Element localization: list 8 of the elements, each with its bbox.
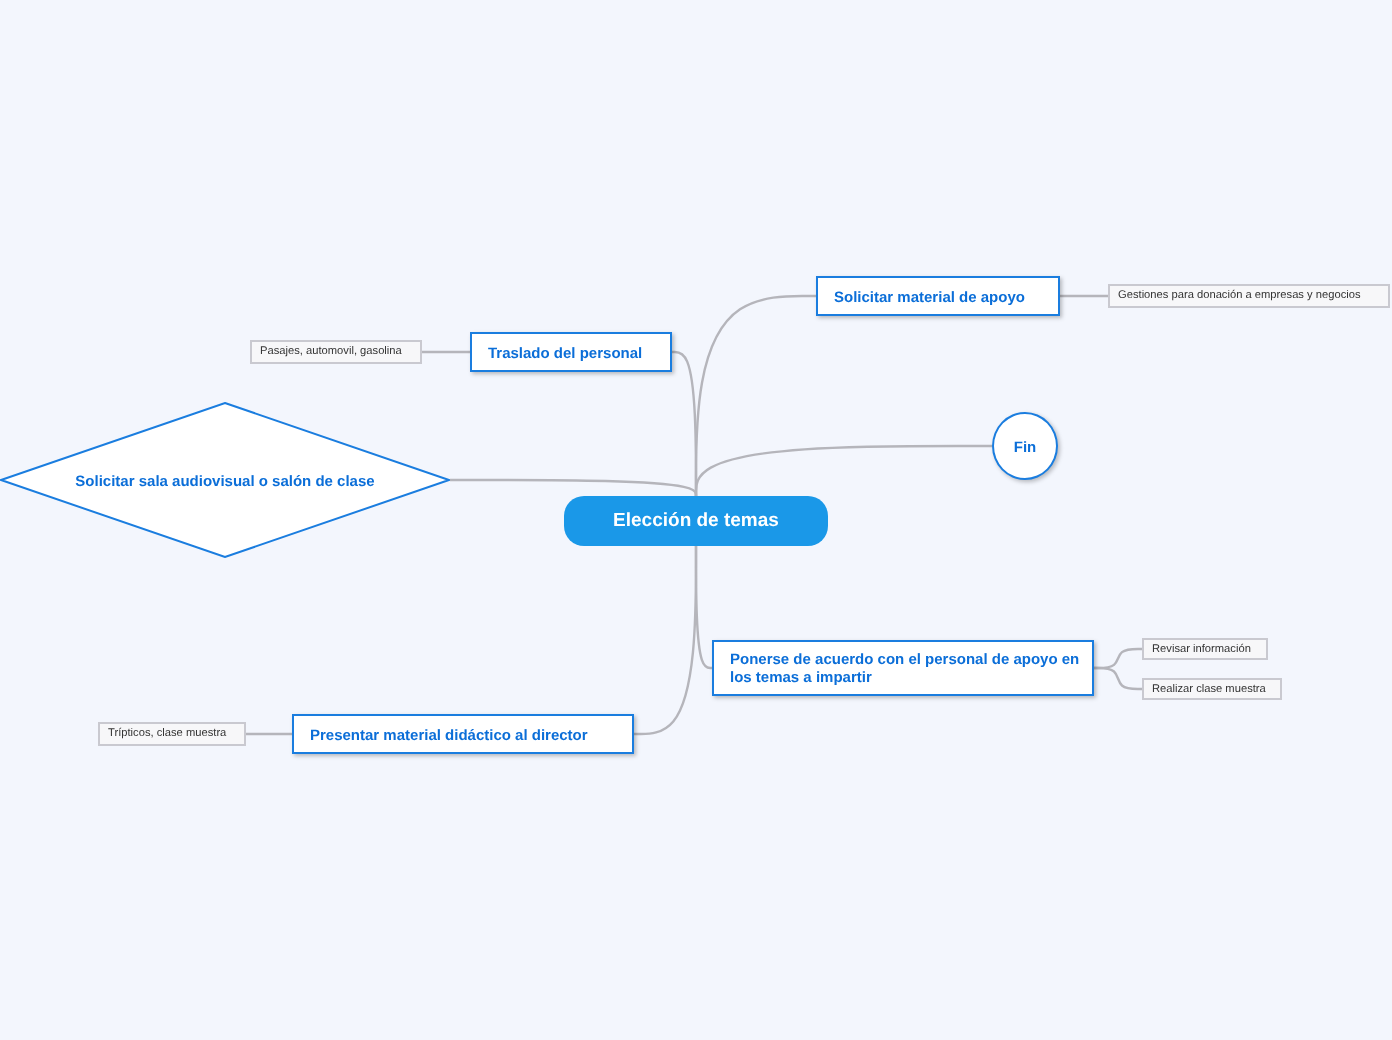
connector-line xyxy=(694,444,992,496)
connector-line xyxy=(422,350,470,354)
central-topic: Elección de temas xyxy=(564,496,828,546)
connector-line xyxy=(1094,666,1142,691)
connector-line xyxy=(1060,294,1108,298)
connector-line xyxy=(634,546,698,736)
connector-line xyxy=(450,478,698,497)
connector-line xyxy=(246,732,292,736)
